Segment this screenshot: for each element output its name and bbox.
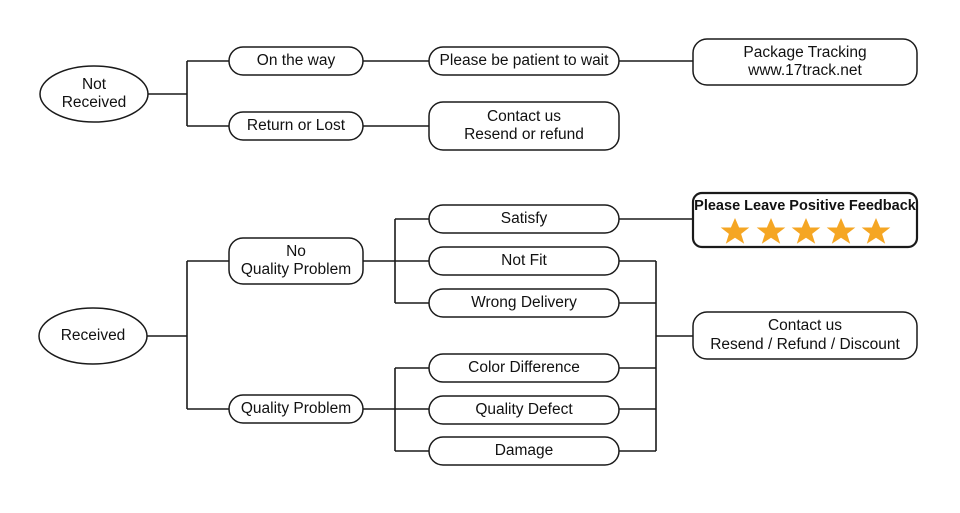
- node-quality-defect[interactable]: [428, 395, 620, 425]
- node-positive-feedback[interactable]: [691, 191, 919, 249]
- star-icon[interactable]: [756, 218, 786, 244]
- star-icon[interactable]: [826, 218, 856, 244]
- star-icon[interactable]: [720, 218, 750, 244]
- star-icon[interactable]: [791, 218, 821, 244]
- node-not-received[interactable]: [39, 65, 149, 123]
- node-package-tracking[interactable]: [692, 38, 918, 86]
- node-contact-resend-refund[interactable]: [428, 101, 620, 151]
- node-no-quality-problem[interactable]: [228, 237, 364, 285]
- node-color-difference[interactable]: [428, 353, 620, 383]
- rating-stars-group[interactable]: [720, 218, 891, 244]
- star-icon[interactable]: [861, 218, 891, 244]
- node-return-or-lost[interactable]: [228, 111, 364, 141]
- node-received[interactable]: [38, 307, 148, 365]
- node-quality-problem[interactable]: [228, 394, 364, 424]
- node-contact-resend-refund-discount[interactable]: [692, 311, 918, 360]
- node-not-fit[interactable]: [428, 246, 620, 276]
- node-on-the-way[interactable]: [228, 46, 364, 76]
- node-damage[interactable]: [428, 436, 620, 466]
- node-please-be-patient[interactable]: [428, 46, 620, 76]
- node-wrong-delivery[interactable]: [428, 288, 620, 318]
- node-satisfy[interactable]: [428, 204, 620, 234]
